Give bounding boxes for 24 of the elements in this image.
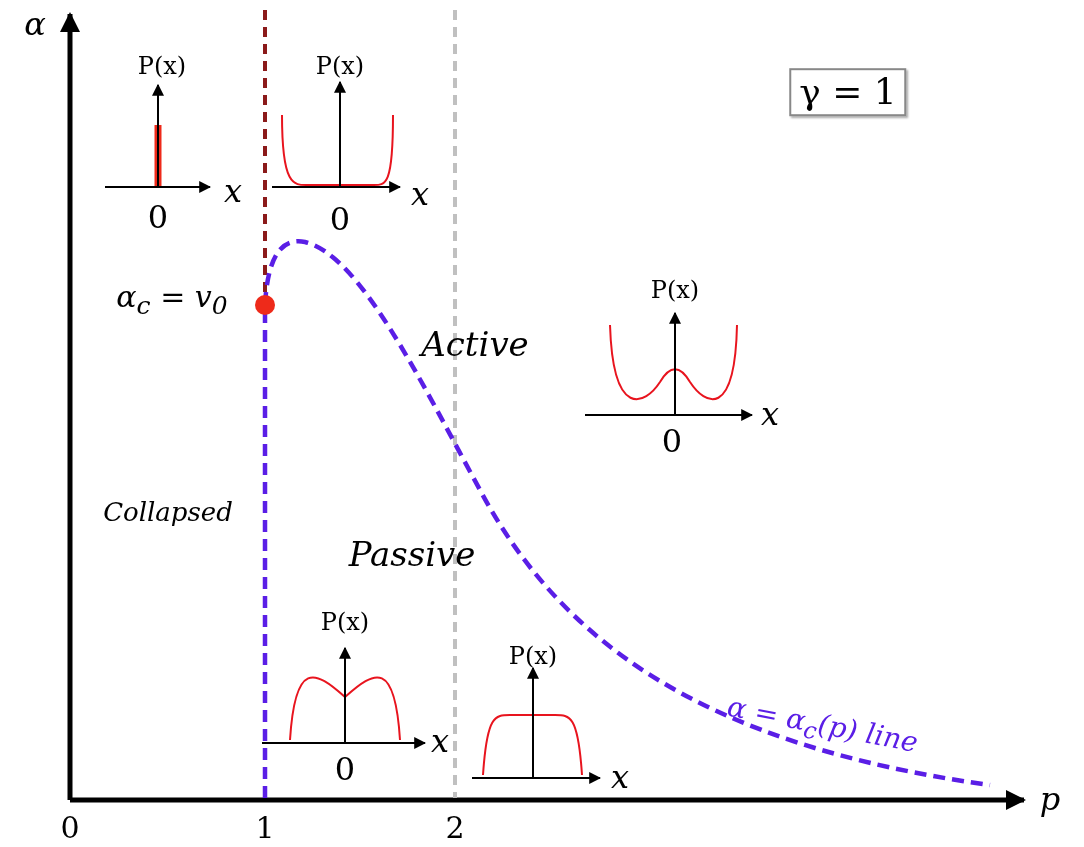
region-label: Collapsed [103,497,233,527]
tick-label: 0 [661,424,683,460]
axis-label: x [611,760,629,796]
axis-label: α [24,7,46,43]
axis-label: P(x) [650,276,700,304]
curve-label: α = α$_{c}$(p) line [723,691,921,762]
critical-value-label: α$_{c}$ = v$_{0}$ [116,280,228,320]
parameter-label: γ = 1 [789,68,907,116]
tick-label: 0 [329,202,351,238]
tick-label: 2 [445,810,465,844]
axis-label: p [1039,782,1061,818]
region-label: Passive [348,536,476,574]
axis-label: P(x) [137,52,187,80]
tick-label: 0 [334,752,356,788]
tick-label: 1 [255,810,275,844]
axis-label: P(x) [320,608,370,636]
axis-label: x [761,397,779,433]
axis-label: x [224,174,242,210]
axis-label: P(x) [315,52,365,80]
axis-label: x [411,177,429,213]
tick-label: 0 [147,200,169,236]
tick-label: 0 [60,810,80,844]
axis-label: P(x) [508,642,558,670]
axis-label: x [431,724,449,760]
